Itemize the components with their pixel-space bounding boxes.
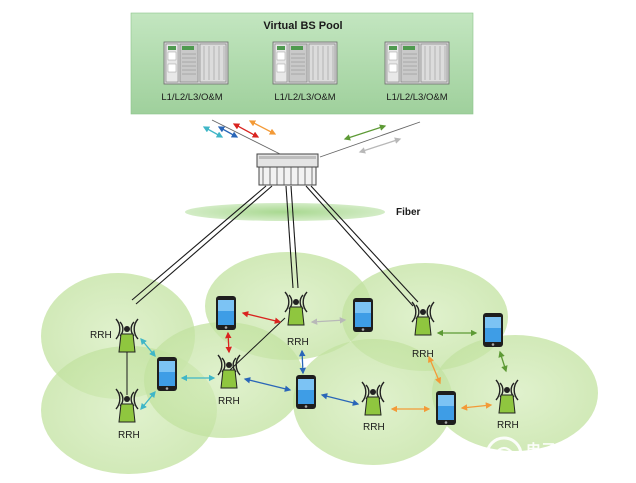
pool-arrows-left: [202, 120, 277, 138]
pool-arrows-right: [343, 124, 402, 154]
rrh-wired-link: [229, 317, 286, 371]
fiber-cloud: [185, 203, 385, 221]
rrh-label: RRH: [90, 330, 112, 341]
radio-link-arrows: [140, 311, 508, 413]
server-rack-1: [163, 41, 229, 85]
rrh-label: RRH: [412, 349, 434, 360]
watermark-url: www.elecfans.com: [525, 462, 617, 474]
phone-icon: [483, 313, 503, 347]
phone-icon: [353, 298, 373, 332]
fiber-label: Fiber: [396, 207, 421, 218]
phone-icon: [157, 357, 177, 391]
server-rack-2: [272, 41, 338, 85]
phone-icon: [436, 391, 456, 425]
phone-icon: [296, 375, 316, 409]
rrh-label: RRH: [218, 396, 240, 407]
server-rack-3: [384, 41, 450, 85]
watermark: 电子发烧友 www.elecfans.com: [485, 436, 617, 474]
phone-icon: [216, 296, 236, 330]
rrh-label: RRH: [363, 422, 385, 433]
rrh-label: RRH: [287, 337, 309, 348]
fiber-cables: [131, 185, 419, 307]
server-3-stack-label: L1/L2/L3/O&M: [386, 92, 447, 103]
rrh-label: RRH: [497, 420, 519, 431]
backbone-line-right: [319, 121, 421, 158]
server-1-stack-label: L1/L2/L3/O&M: [161, 92, 222, 103]
aggregation-switch: [256, 153, 319, 186]
server-2-stack-label: L1/L2/L3/O&M: [274, 92, 335, 103]
rrh-label: RRH: [118, 430, 140, 441]
backbone-line-left: [211, 119, 283, 156]
watermark-text: 电子发烧友: [526, 441, 601, 459]
pool-title: Virtual BS Pool: [263, 20, 342, 32]
